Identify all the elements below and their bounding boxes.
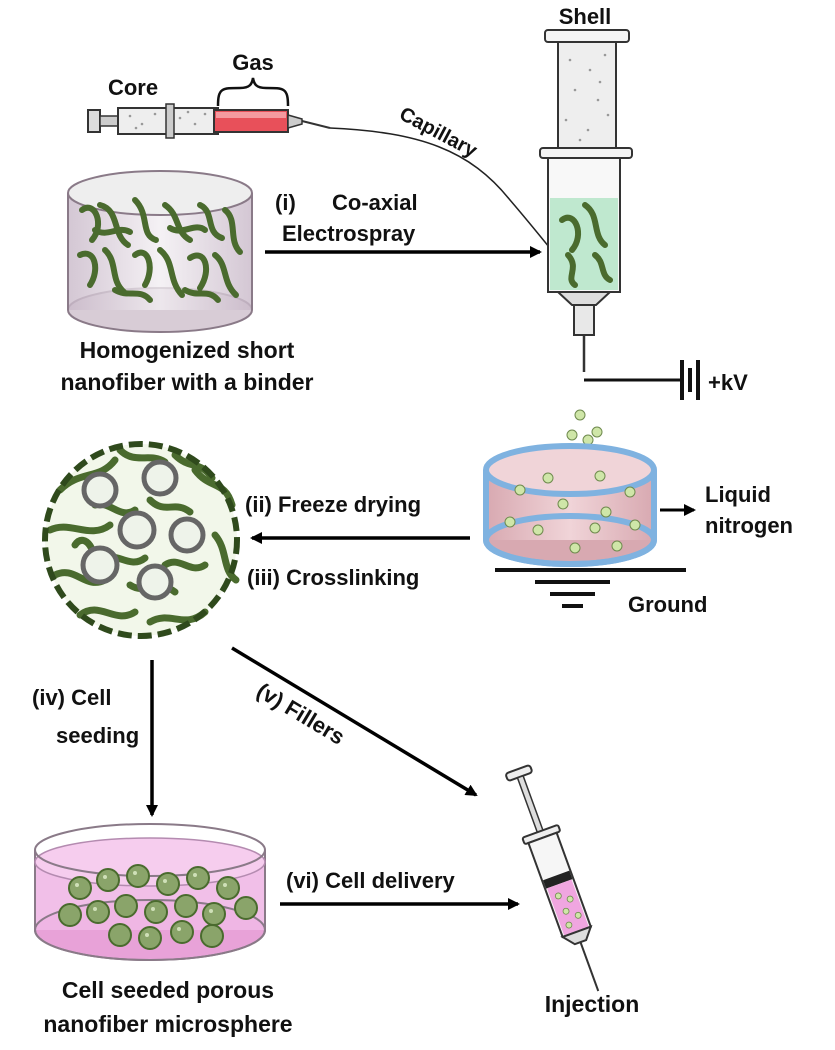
label-step-vi: (vi) Cell delivery (286, 868, 456, 893)
core-syringe (87, 103, 331, 139)
label-step-iii: (iii) Crosslinking (247, 565, 419, 590)
label-seeded-1: Cell seeded porous (62, 977, 274, 1003)
ground-symbol (495, 568, 686, 608)
shell-syringe (539, 29, 633, 372)
homogenized-dish (67, 170, 253, 333)
label-step-iv-b: seeding (56, 723, 139, 748)
label-liquid-2: nitrogen (705, 513, 793, 538)
label-step-i-num: (i) (275, 190, 296, 215)
label-step-iv-a: (iv) Cell (32, 685, 111, 710)
label-homog-1: Homogenized short (80, 337, 295, 363)
porous-microsphere (42, 441, 240, 639)
falling-droplets (566, 409, 603, 446)
arrow-step-v (231, 646, 478, 797)
label-liquid-1: Liquid (705, 482, 771, 507)
label-shell: Shell (559, 4, 612, 29)
label-voltage: +kV (708, 370, 748, 395)
label-seeded-2: nanofiber microsphere (43, 1011, 292, 1037)
label-capillary: Capillary (396, 103, 482, 162)
label-step-i-b: Electrospray (282, 221, 416, 246)
label-injection: Injection (545, 991, 640, 1017)
label-step-i-a: Co-axial (332, 190, 418, 215)
label-homog-2: nanofiber with a binder (60, 369, 313, 395)
power-supply (584, 360, 700, 400)
gas-brace (216, 77, 290, 107)
label-gas: Gas (232, 50, 274, 75)
nitrogen-bath (483, 443, 657, 567)
label-step-ii: (ii) Freeze drying (245, 492, 421, 517)
cell-seeded-dish (34, 823, 266, 961)
label-ground: Ground (628, 592, 707, 617)
injection-syringe (505, 764, 600, 992)
label-core: Core (108, 75, 158, 100)
